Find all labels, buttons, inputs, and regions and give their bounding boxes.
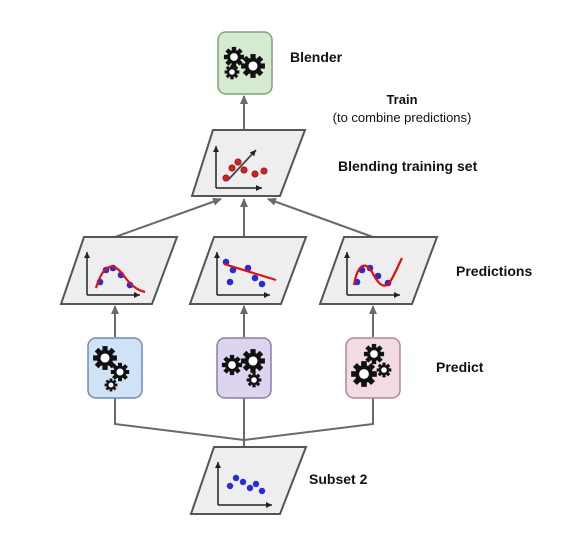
train-title: Train [386, 92, 417, 107]
predictor-box-2 [216, 337, 272, 399]
predictor-box-1 [87, 337, 143, 399]
blending-set-panel [190, 129, 307, 197]
scatter-plot-icon [213, 146, 268, 191]
predictor-box-3 [345, 337, 401, 399]
prediction-panel-1 [59, 236, 179, 305]
prediction-panel-3 [318, 236, 439, 305]
blender-box [217, 31, 273, 95]
connectors [111, 95, 377, 448]
blending-set-label: Blending training set [338, 158, 478, 174]
predict-label: Predict [436, 359, 484, 375]
arrow-pred1-blend [114, 197, 222, 238]
prediction-panel-2 [188, 236, 308, 305]
regression-plot-icon [84, 252, 146, 298]
train-subtitle: (to combine predictions) [333, 110, 472, 125]
predictions-label: Predictions [456, 263, 532, 279]
blender-label: Blender [290, 49, 343, 65]
regression-plot-icon [214, 252, 277, 298]
regression-plot-icon [344, 252, 403, 298]
connector-subset-p3 [243, 397, 374, 448]
scatter-plot-icon [215, 462, 272, 508]
arrow-pred3-blend [267, 197, 374, 238]
subset-panel [189, 446, 308, 515]
subset-label: Subset 2 [309, 471, 368, 487]
